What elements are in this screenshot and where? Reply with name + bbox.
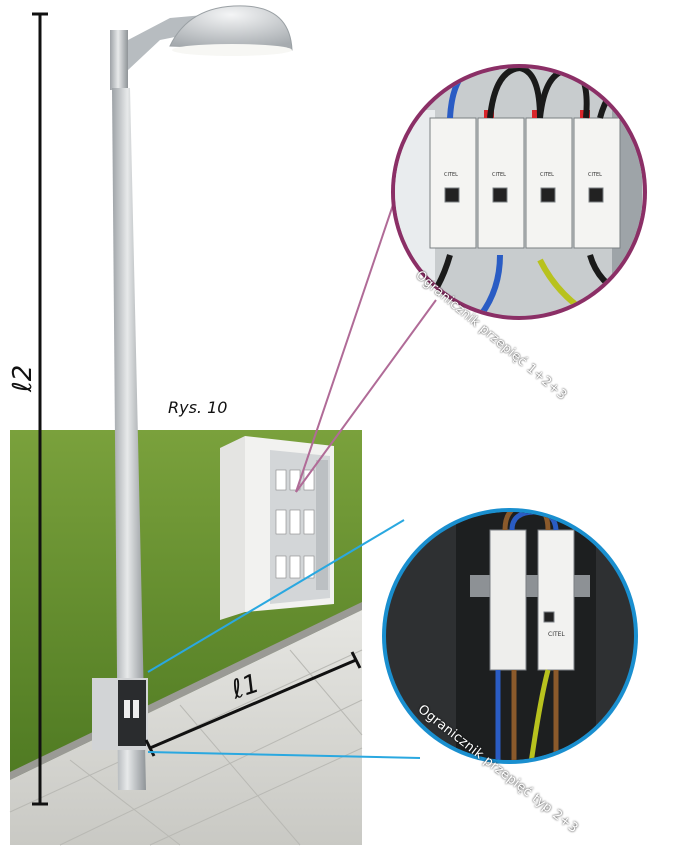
zoom-circle-bottom: CITEL — [382, 508, 638, 764]
electrical-cabinet — [220, 436, 334, 620]
connector-top — [295, 195, 437, 493]
dimension-l1 — [144, 651, 362, 757]
pavement — [10, 610, 362, 845]
connector-bottom — [147, 519, 421, 759]
zoom-circle-top: CITEL CITEL CITEL CITEL — [391, 64, 647, 320]
lamp-pole — [92, 5, 293, 790]
device-brand-3: CITEL — [540, 172, 554, 178]
device-brand-4: CITEL — [588, 172, 602, 178]
spd-modules-bottom — [489, 529, 575, 671]
spd-modules-top — [429, 117, 621, 249]
dimension-l2 — [32, 12, 48, 806]
device-brand-bottom: CITEL — [548, 631, 565, 638]
pole-height-label: ℓ2 — [8, 364, 38, 392]
figure-label: Rys. 10 — [168, 398, 228, 417]
device-brand-2: CITEL — [492, 172, 506, 178]
device-brand-1: CITEL — [444, 172, 458, 178]
